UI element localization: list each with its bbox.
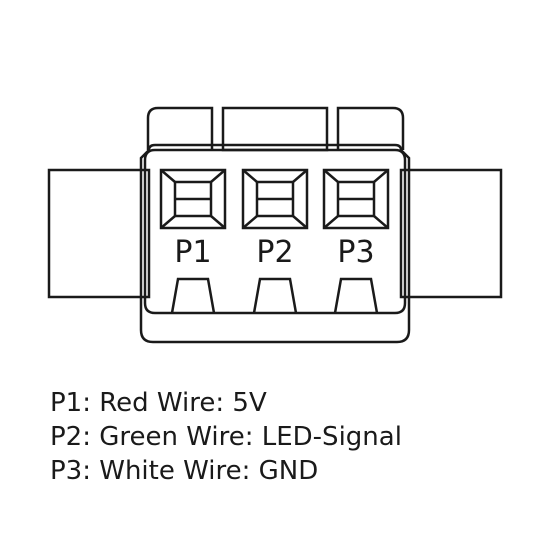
pin-label-p1: P1 bbox=[174, 235, 211, 270]
connector-diagram: P1 P2 P3 bbox=[47, 106, 503, 344]
outer-housing bbox=[139, 143, 411, 344]
pin-window-3 bbox=[322, 168, 390, 230]
inner-face bbox=[143, 148, 407, 315]
legend-line-p1: P1: Red Wire: 5V bbox=[50, 388, 267, 418]
latch-tab-right bbox=[336, 106, 405, 150]
pin-key-3 bbox=[333, 277, 379, 314]
latch-tab-center bbox=[221, 106, 329, 152]
pin-label-p2: P2 bbox=[256, 235, 293, 270]
pin-key-1 bbox=[170, 277, 216, 314]
pin-window-2 bbox=[241, 168, 309, 230]
left-wire-housing bbox=[47, 168, 151, 299]
pin-label-p3: P3 bbox=[337, 235, 374, 270]
legend-line-p3: P3: White Wire: GND bbox=[50, 456, 319, 486]
legend-line-p2: P2: Green Wire: LED-Signal bbox=[50, 422, 402, 452]
pin-window-1 bbox=[159, 168, 227, 230]
pin-legend: P1: Red Wire: 5V P2: Green Wire: LED-Sig… bbox=[50, 386, 530, 488]
right-wire-housing bbox=[399, 168, 503, 299]
latch-tab-left bbox=[146, 106, 214, 150]
pin-key-2 bbox=[252, 277, 298, 314]
